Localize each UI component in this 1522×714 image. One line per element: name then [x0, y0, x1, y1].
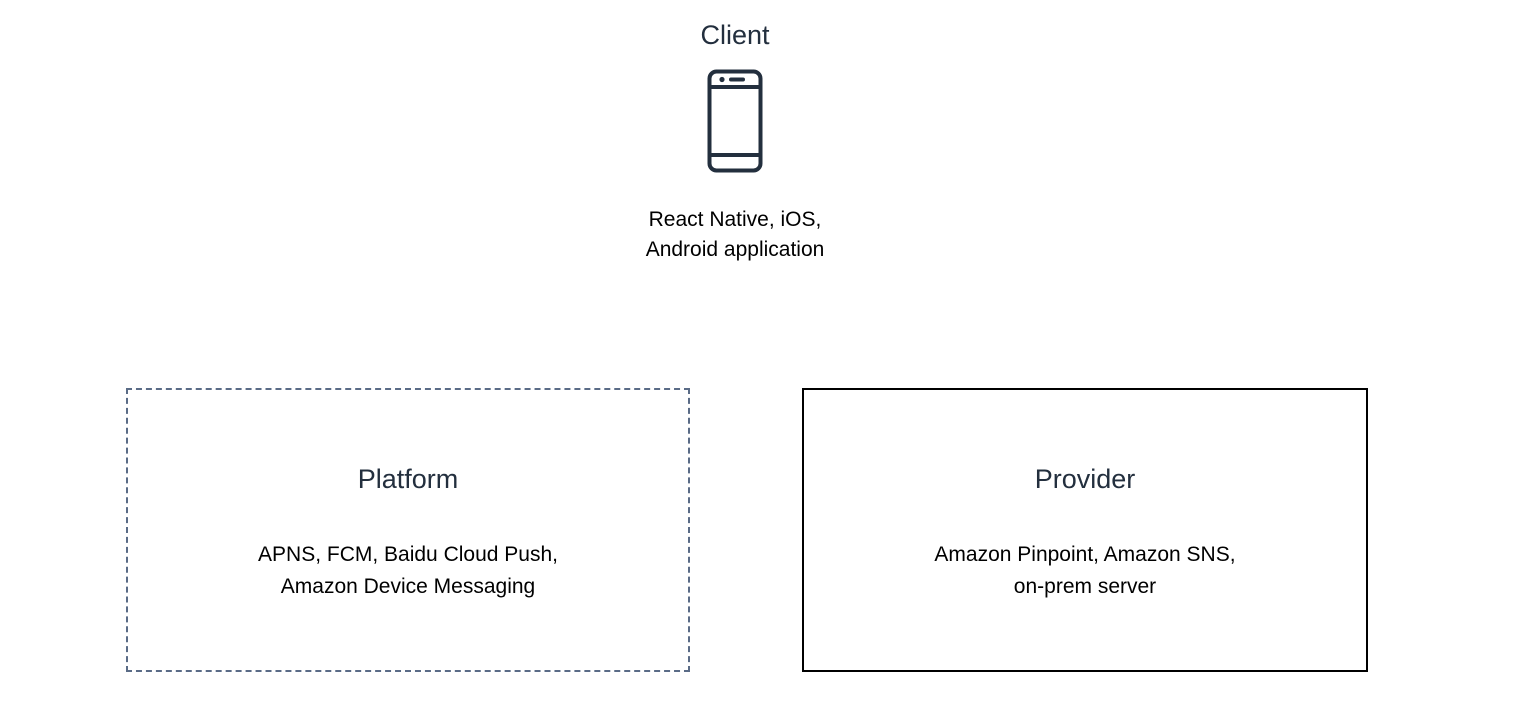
provider-title: Provider	[1034, 464, 1136, 494]
client-description-line-1: React Native, iOS,	[648, 208, 822, 231]
client-description-line-2: Android application	[645, 238, 825, 261]
provider-description-line-2: on-prem server	[1013, 575, 1157, 598]
platform-title: Platform	[357, 464, 459, 494]
platform-description-line-2: Amazon Device Messaging	[280, 575, 536, 598]
provider-description: Amazon Pinpoint, Amazon SNS, on-prem ser…	[804, 539, 1366, 603]
platform-box: Platform APNS, FCM, Baidu Cloud Push, Am…	[126, 388, 690, 672]
platform-description: APNS, FCM, Baidu Cloud Push, Amazon Devi…	[128, 539, 688, 603]
platform-description-line-1: APNS, FCM, Baidu Cloud Push,	[258, 543, 558, 566]
client-node: Client React Native, iOS, Android applic…	[585, 18, 885, 265]
client-description: React Native, iOS, Android application	[585, 205, 885, 265]
provider-box: Provider Amazon Pinpoint, Amazon SNS, on…	[802, 388, 1368, 672]
provider-description-line-1: Amazon Pinpoint, Amazon SNS,	[934, 543, 1236, 566]
client-title: Client	[700, 20, 770, 50]
mobile-phone-icon	[707, 69, 763, 173]
